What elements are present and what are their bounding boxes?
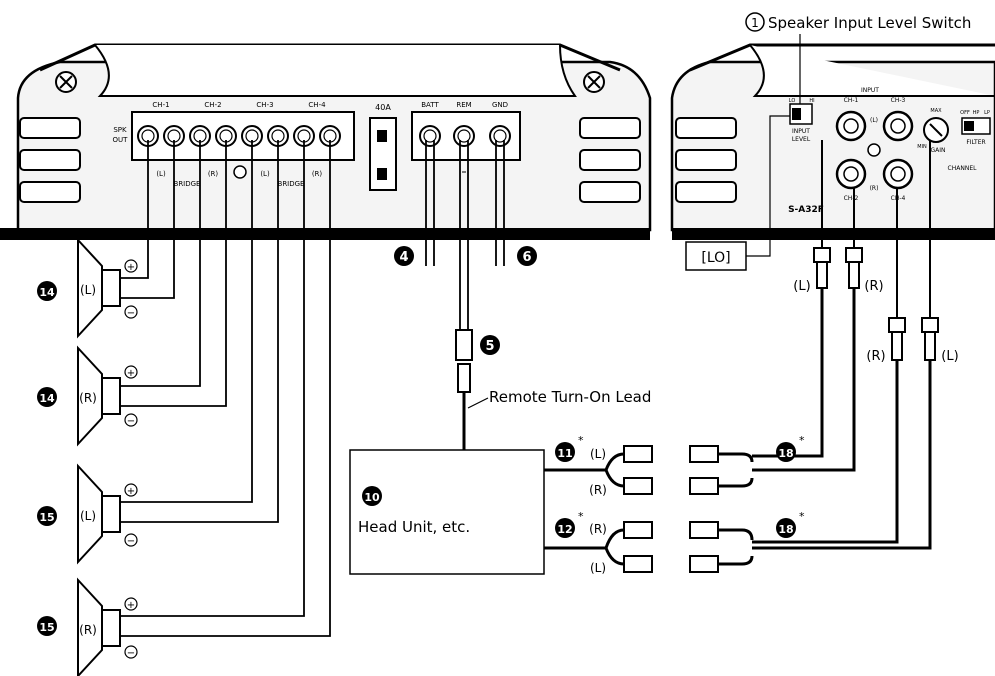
speaker-3-minus: − [127,536,135,547]
speaker-3-plus: + [127,486,135,497]
pair11-top-label: (L) [590,447,606,461]
speaker-4-minus: − [127,648,135,659]
callout-12: 12 [557,523,572,536]
head-unit-label: Head Unit, etc. [358,518,470,536]
out-label: OUT [113,136,129,144]
amplifier-right: LO HI INPUT LEVEL INPUT CH-1 CH-3 (L) (R… [670,43,995,240]
side-label-r1: (R) [208,170,219,178]
speaker-4-side: (R) [79,623,97,637]
input-level-label-2: LEVEL [792,136,811,143]
side-label-l1: (L) [156,170,166,178]
speaker-2: (R) + − [77,345,138,447]
side-label-l2: (L) [260,170,270,178]
batt-label: BATT [421,101,439,109]
callout-18b-asterisk: * [799,510,805,523]
jack-ch3-label: CH-3 [891,97,906,104]
speaker-2-minus: − [127,416,135,427]
speaker-4: (R) + − [77,577,138,676]
speaker-2-side: (R) [79,391,97,405]
ch2-label: CH-2 [204,101,221,109]
callout-4: 4 [399,250,408,265]
callout-18-a: 18 [778,447,793,460]
gain-min-label: MIN [917,144,927,150]
pair12-bottom-label: (L) [590,561,606,575]
head-unit-box [349,449,545,575]
input-level-label-1: INPUT [792,128,810,135]
ch4-label: CH-4 [308,101,326,109]
filter-label: FILTER [966,139,985,146]
side-label-r2: (R) [312,170,323,178]
remote-lead-label: Remote Turn-On Lead [489,388,651,406]
callout-1: 1 [751,16,759,30]
speaker-1-plus: + [127,262,135,273]
channel-label: CHANNEL [948,165,978,172]
callout-14-a: 14 [39,286,55,299]
callout-18-b: 18 [778,523,793,536]
gain-max-label: MAX [930,108,942,114]
rca-cables [544,140,939,573]
ch1-label: CH-1 [152,101,169,109]
filter-lp-label: LP [984,110,990,116]
callout-15-a: 15 [39,511,54,524]
jack-side-l: (L) [870,117,878,124]
spk-label: SPK [113,126,127,134]
callout-5: 5 [485,339,494,354]
jack-side-r: (R) [870,185,879,192]
callout-6: 6 [522,250,531,265]
speaker-1: (L) + − [77,237,138,339]
callout-11-asterisk: * [578,434,584,447]
rem-label: REM [456,101,471,109]
rca-top-left-label: (L) [793,279,810,294]
rca-mid-left-label: (L) [941,349,958,364]
ch3-label: CH-3 [256,101,273,109]
speaker-wires [120,140,331,637]
bridge-label-1: BRIDGE [174,180,201,188]
gnd-label: GND [492,101,508,109]
lo-box-label: [LO] [701,250,730,266]
callout-12-asterisk: * [578,510,584,523]
switch-hi-label: HI [809,98,814,104]
lo-box [685,241,747,271]
bridge-label-2: BRIDGE [278,180,305,188]
jack-ch1-label: CH-1 [844,97,859,104]
callout-14-b: 14 [39,392,55,405]
input-group-label: INPUT [861,87,879,94]
jack-ch2-label: CH-2 [844,195,859,202]
speaker-1-side: (L) [80,283,96,297]
speaker-2-plus: + [127,368,135,379]
pair12-top-label: (R) [589,522,607,536]
fuse-label: 40A [375,103,391,112]
callout-1-marker [745,12,765,32]
pair11-bottom-label: (R) [589,483,607,497]
speaker-1-minus: − [127,308,135,319]
speaker-3-side: (L) [80,509,96,523]
remote-connector-icon [455,329,473,361]
filter-off-label: OFF [960,110,970,116]
callout-11: 11 [557,447,572,460]
speaker-4-plus: + [127,600,135,611]
switch-title: Speaker Input Level Switch [768,14,971,32]
ground-screw-icon [233,165,247,179]
model-label: S-A32F [788,205,824,215]
callout-18a-asterisk: * [799,434,805,447]
rca-top-right-label: (R) [864,279,883,294]
callout-15-b: 15 [39,621,54,634]
speaker-3: (L) + − [77,463,138,565]
amplifier-left: SPK OUT CH-1 CH-2 CH-3 CH-4 (L) (R) (L) … [0,43,652,240]
power-leads [425,140,505,450]
callout-10: 10 [364,491,380,504]
filter-hp-label: HP [973,110,980,116]
jack-ch4-label: CH-4 [891,195,906,202]
switch-lo-label: LO [789,98,796,104]
rca-mid-right-label: (R) [866,349,885,364]
gain-label: GAIN [930,147,945,154]
